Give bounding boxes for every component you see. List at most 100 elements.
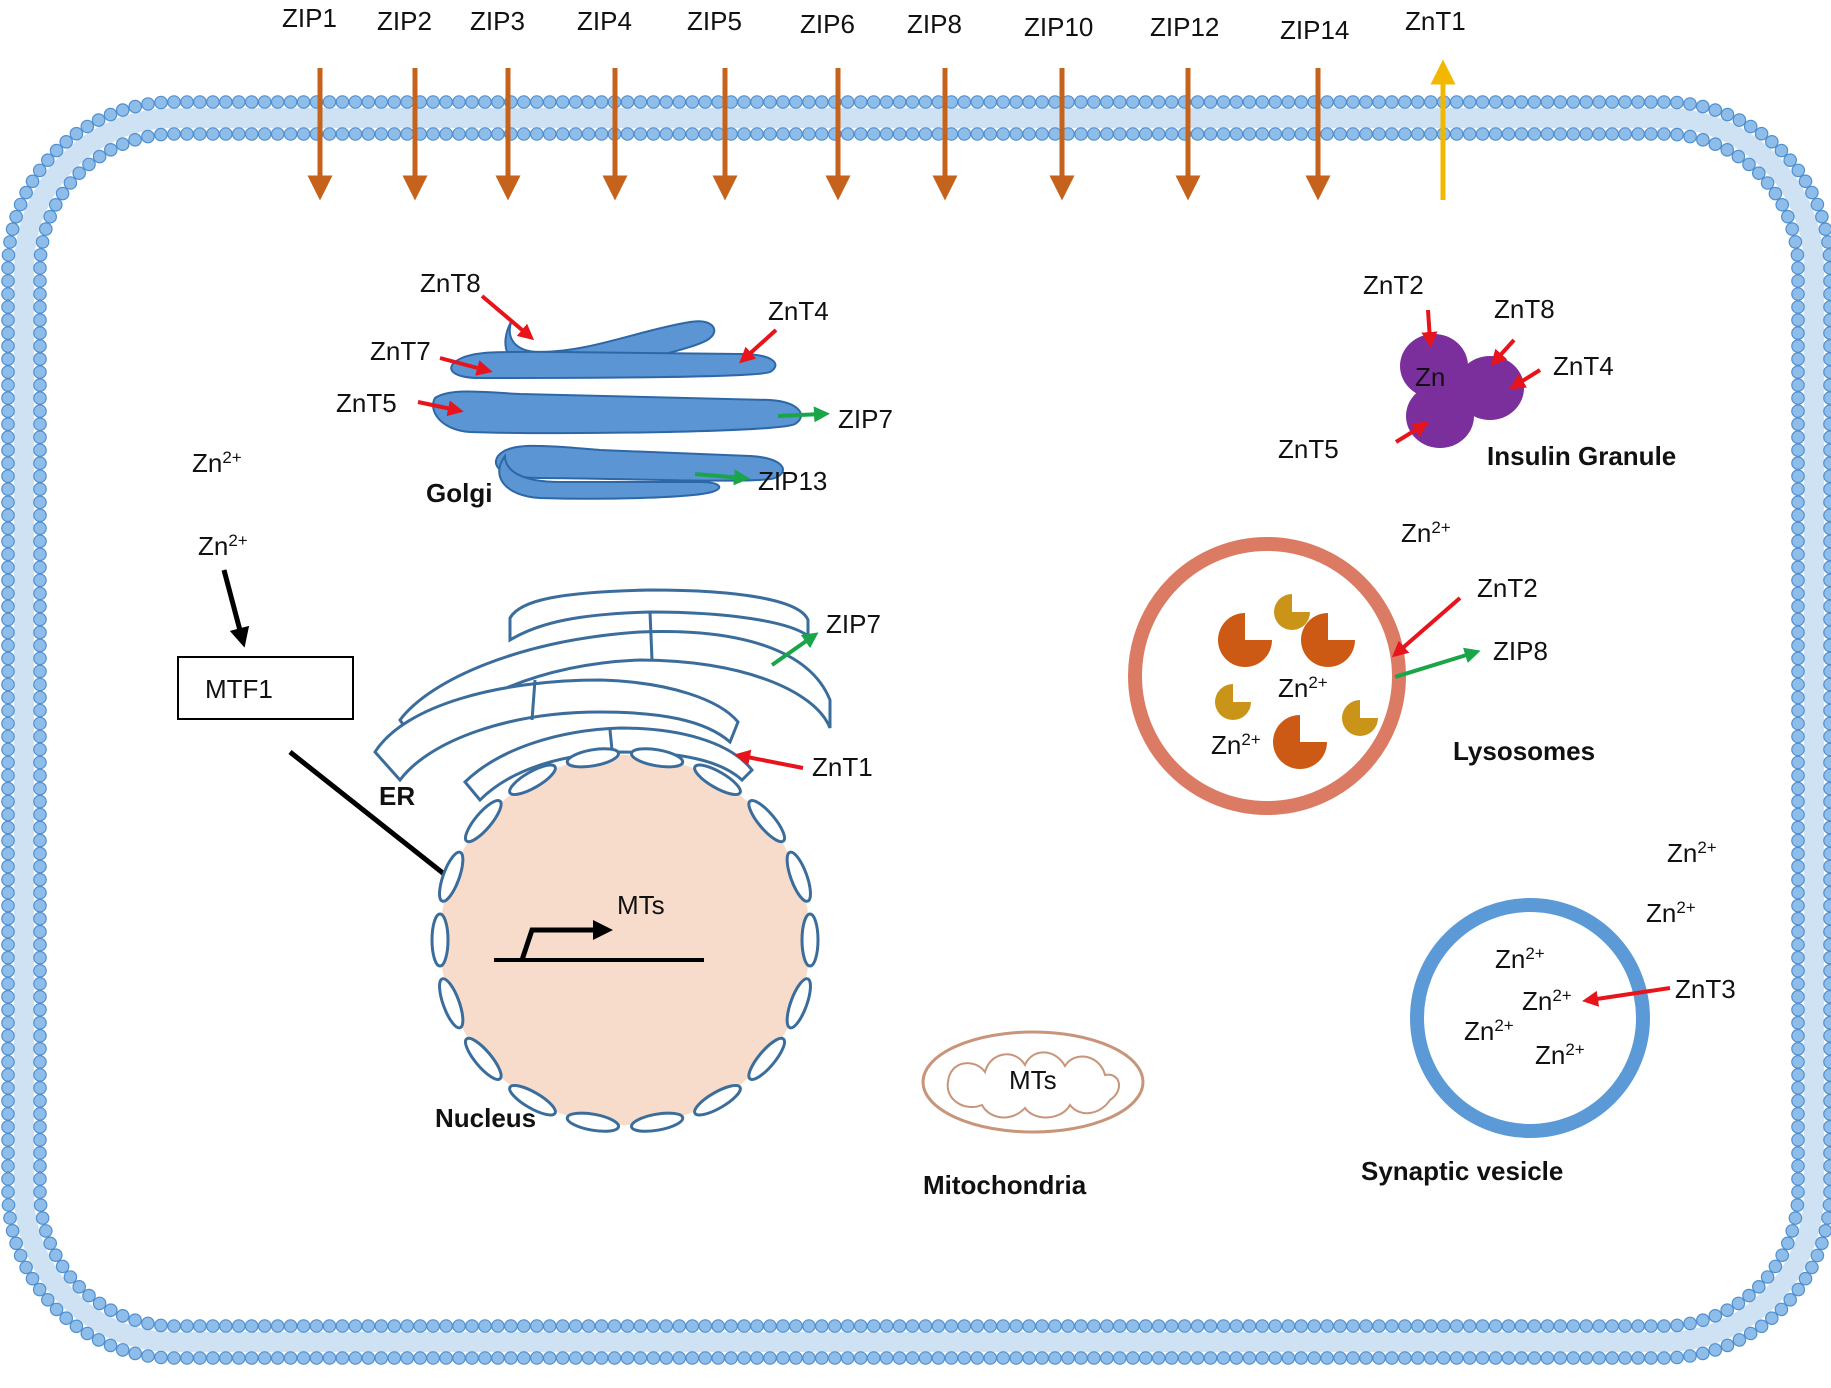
- phospholipid-head-outer: [1791, 456, 1805, 470]
- phospholipid-head-outer: [1791, 820, 1805, 835]
- phospholipid-head-outer: [63, 176, 78, 190]
- phospholipid-head-outer: [33, 300, 47, 314]
- phospholipid-head-outer: [63, 1270, 78, 1284]
- phospholipid-head-inner: [1424, 95, 1438, 109]
- phospholipid-head-inner: [1823, 456, 1831, 470]
- phospholipid-head-inner: [13, 1248, 28, 1263]
- phospholipid-head-outer: [413, 1319, 427, 1333]
- phospholipid-head-outer: [1791, 703, 1805, 718]
- znt4-granule-arrow: [1509, 368, 1542, 390]
- lysosome-ring: [1128, 537, 1406, 815]
- phospholipid-head-inner: [374, 95, 389, 109]
- phospholipid-head-outer: [1346, 1319, 1360, 1333]
- phospholipid-head-inner: [620, 1351, 635, 1365]
- phospholipid-head-outer: [1791, 261, 1805, 275]
- phospholipid-head-inner: [698, 95, 712, 109]
- phospholipid-head-inner: [996, 95, 1010, 109]
- phospholipid-head-inner: [633, 1351, 648, 1365]
- phospholipid-head-outer: [724, 1319, 738, 1333]
- phospholipid-head-inner: [1281, 1351, 1296, 1365]
- phospholipid-head-outer: [659, 1319, 674, 1333]
- phospholipid-head-outer: [711, 1319, 725, 1333]
- phospholipid-head-inner: [1385, 1351, 1399, 1365]
- golgi-cisterna-3: [432, 390, 802, 435]
- phospholipid-head-outer: [33, 794, 47, 809]
- phospholipid-head-outer: [92, 149, 107, 164]
- phospholipid-head-inner: [1823, 430, 1831, 444]
- phospholipid-head-outer: [827, 1319, 842, 1333]
- phospholipid-head-outer: [1791, 482, 1805, 496]
- phospholipid-head-outer: [33, 508, 47, 523]
- phospholipid-head-outer: [1657, 127, 1671, 141]
- phospholipid-head-inner: [1823, 495, 1831, 510]
- phospholipid-head-inner: [970, 1351, 985, 1365]
- phospholipid-head-outer: [478, 127, 492, 141]
- zn-ion-outside-vesicle-1: Zn2+: [1667, 838, 1717, 868]
- lysosome: Zn2+ Zn2+ Zn2+ ZnT2 ZIP8 Lysosomes: [1128, 518, 1595, 815]
- phospholipid-head-inner: [1009, 95, 1023, 109]
- phospholipid-head-outer: [789, 127, 803, 141]
- phospholipid-head-outer: [180, 127, 194, 141]
- phospholipid-head-outer: [1294, 1319, 1308, 1333]
- phospholipid-head-inner: [659, 1351, 674, 1365]
- phospholipid-head-inner: [40, 1293, 55, 1307]
- phospholipid-head-inner: [659, 95, 674, 109]
- phospholipid-head-inner: [193, 95, 207, 109]
- phospholipid-head-outer: [1100, 1319, 1114, 1333]
- phospholipid-head-inner: [542, 1351, 557, 1365]
- phospholipid-head-outer: [257, 127, 272, 141]
- phospholipid-head-inner: [309, 1351, 324, 1365]
- phospholipid-head-outer: [1333, 127, 1347, 141]
- phospholipid-head-outer: [1791, 1094, 1805, 1108]
- nuclear-envelope-segment: [565, 1111, 621, 1133]
- phospholipid-head-inner: [103, 1338, 118, 1353]
- phospholipid-head-inner: [1823, 274, 1831, 288]
- phospholipid-head-outer: [1475, 127, 1490, 141]
- phospholipid-head-outer: [944, 1319, 959, 1333]
- znt3-vesicle-arrow: [1582, 986, 1671, 1007]
- phospholipid-head-inner: [1823, 1068, 1831, 1082]
- phospholipid-head-outer: [892, 127, 907, 141]
- phospholipid-head-inner: [257, 95, 272, 109]
- phospholipid-head-inner: [1, 547, 15, 562]
- phospholipid-head-inner: [1048, 95, 1062, 109]
- phospholipid-head-inner: [1203, 95, 1218, 109]
- phospholipid-head-inner: [776, 95, 790, 109]
- phospholipid-head-outer: [33, 547, 47, 562]
- phospholipid-head-inner: [1488, 95, 1503, 109]
- phospholipid-head-outer: [1708, 137, 1723, 151]
- phospholipid-head-outer: [167, 1319, 181, 1333]
- phospholipid-head-outer: [1791, 430, 1805, 444]
- phospholipid-head-inner: [103, 107, 118, 122]
- phospholipid-head-inner: [1, 781, 15, 796]
- phospholipid-head-inner: [1, 469, 15, 483]
- phospholipid-head-inner: [244, 1351, 259, 1365]
- phospholipid-head-outer: [167, 127, 181, 141]
- mitochondria-cristae: [946, 1051, 1120, 1119]
- phospholipid-head-inner: [244, 95, 259, 109]
- er-label: ER: [379, 781, 415, 811]
- phospholipid-head-outer: [1229, 127, 1244, 141]
- phospholipid-head-inner: [1268, 95, 1283, 109]
- mitochondria-mts-label: MTs: [1009, 1065, 1057, 1095]
- phospholipid-head-inner: [270, 1351, 285, 1365]
- phospholipid-head-outer: [1424, 1319, 1438, 1333]
- phospholipid-head-inner: [154, 95, 168, 110]
- phospholipid-head-inner: [1255, 1351, 1270, 1365]
- phospholipid-head-outer: [1791, 781, 1805, 796]
- phospholipid-head-outer: [1501, 127, 1516, 141]
- phospholipid-head-outer: [776, 127, 790, 141]
- phospholipid-head-inner: [1449, 1351, 1464, 1365]
- phospholipid-head-inner: [335, 95, 350, 109]
- phospholipid-head-inner: [219, 1351, 233, 1365]
- phospholipid-head-outer: [1768, 1259, 1783, 1274]
- phospholipid-head-outer: [193, 127, 207, 141]
- phospholipid-head-outer: [633, 127, 648, 141]
- phospholipid-head-outer: [1488, 1319, 1503, 1333]
- phospholipid-head-outer: [1514, 127, 1529, 141]
- phospholipid-head-inner: [1113, 95, 1127, 109]
- phospholipid-head-inner: [1823, 1016, 1831, 1030]
- phospholipid-head-outer: [607, 1319, 622, 1333]
- phospholipid-head-outer: [1791, 950, 1805, 965]
- phospholipid-head-inner: [1, 846, 15, 861]
